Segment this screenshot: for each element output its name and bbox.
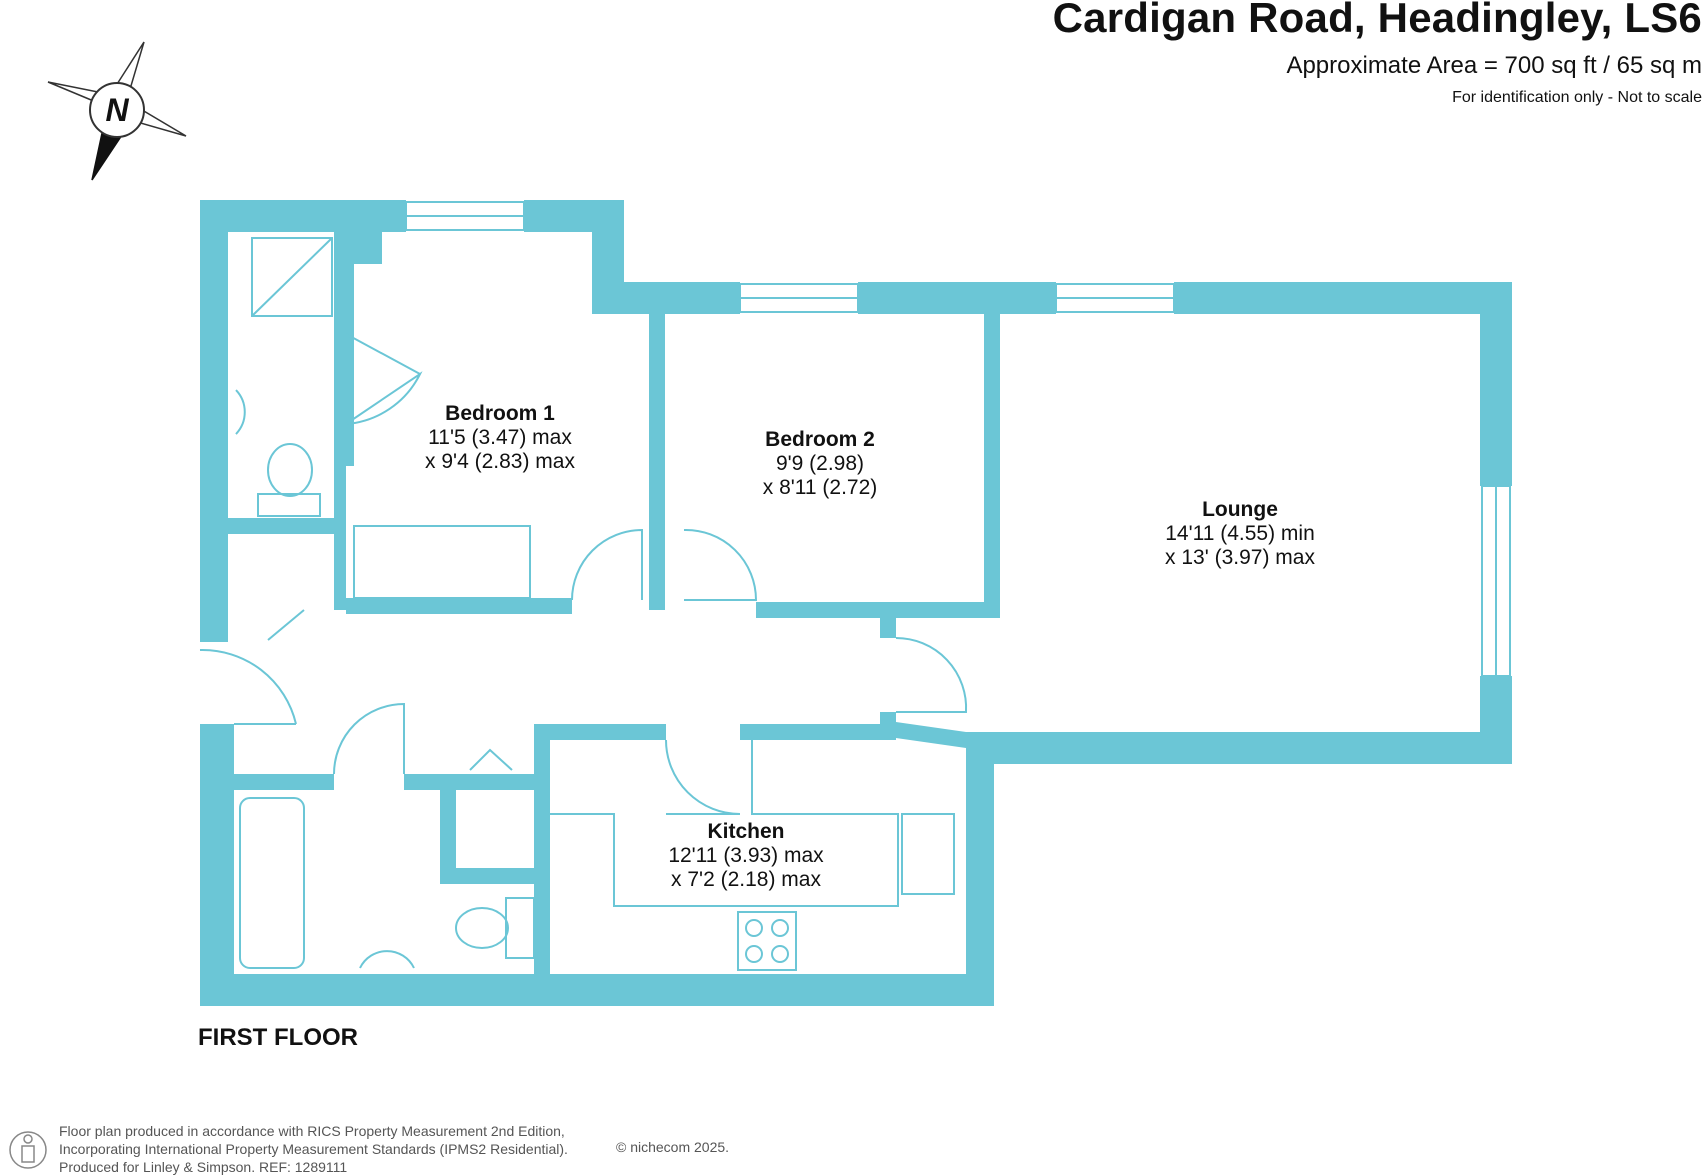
- room-labels: Bedroom 1 11'5 (3.47) max x 9'4 (2.83) m…: [425, 402, 1315, 891]
- basin-icon: [235, 389, 246, 435]
- fixtures: [235, 237, 955, 971]
- bathroom-basin-icon: [359, 950, 415, 969]
- kitchen-counter: [550, 740, 899, 907]
- doors: [199, 333, 968, 815]
- bedroom1-name: Bedroom 1: [445, 402, 555, 425]
- hob-icon: [737, 911, 797, 971]
- bedroom2-dim2: x 8'11 (2.72): [763, 476, 878, 499]
- footer-line-1: Floor plan produced in accordance with R…: [59, 1123, 565, 1139]
- toilet-icon: [267, 443, 313, 497]
- footer-notes: Floor plan produced in accordance with R…: [59, 1122, 568, 1176]
- lounge-dim2: x 13' (3.97) max: [1165, 546, 1315, 569]
- walls: [200, 200, 1512, 1006]
- bath-icon: [239, 797, 305, 969]
- windows: [405, 201, 1511, 677]
- lounge-dim1: 14'11 (4.55) min: [1165, 522, 1315, 545]
- bedroom2-name: Bedroom 2: [765, 428, 875, 451]
- sink-icon: [901, 813, 955, 895]
- kitchen-name: Kitchen: [707, 820, 784, 843]
- footer-line-2: Incorporating International Property Mea…: [59, 1141, 568, 1157]
- approximate-area: Approximate Area = 700 sq ft / 65 sq m: [1286, 52, 1702, 79]
- brand-logo: © nichecom 2025.: [616, 1139, 730, 1155]
- scale-disclaimer: For identification only - Not to scale: [1452, 89, 1702, 106]
- bedroom2-dim1: 9'9 (2.98): [776, 452, 864, 475]
- lounge-name: Lounge: [1202, 498, 1278, 521]
- bathroom-toilet-icon: [455, 907, 509, 949]
- bedroom1-dim1: 11'5 (3.47) max: [428, 426, 572, 449]
- kitchen-dim1: 12'11 (3.93) max: [668, 844, 824, 867]
- footer-line-3: Produced for Linley & Simpson. REF: 1289…: [59, 1159, 348, 1175]
- kitchen-dim2: x 7'2 (2.18) max: [671, 868, 821, 891]
- person-icon: [9, 1131, 47, 1169]
- compass-north-label: N: [105, 92, 129, 128]
- wardrobe-icon: [353, 525, 531, 599]
- plan-title: Cardigan Road, Headingley, LS6: [1052, 0, 1702, 41]
- floor-label: FIRST FLOOR: [198, 1024, 358, 1051]
- shower-icon: [251, 237, 333, 317]
- bedroom1-dim2: x 9'4 (2.83) max: [425, 450, 575, 473]
- compass-icon: N: [47, 41, 187, 181]
